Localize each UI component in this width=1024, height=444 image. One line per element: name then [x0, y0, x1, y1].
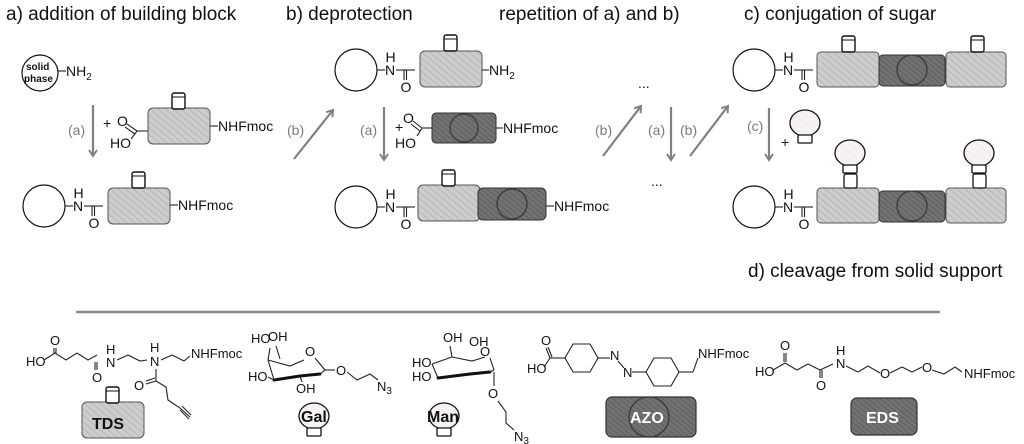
svg-text:H: H [106, 342, 115, 357]
man-structure: OH OH O HO HO O N3 Man [412, 330, 529, 444]
svg-text:O: O [117, 113, 128, 129]
azo-structure: O HO N N NHFmoc AZO [527, 333, 750, 438]
svg-text:O: O [336, 363, 346, 378]
tds-structure: HO O O H N H N NHFmoc O TDS [26, 333, 243, 439]
eds-label: EDS [866, 410, 899, 427]
svg-text:+: + [395, 119, 403, 135]
building-block-reagent-dark: O HO NHFmoc [395, 110, 558, 151]
gal-structure: HO OH O HO OH O N3 Gal [248, 329, 392, 437]
svg-text:N: N [106, 355, 115, 370]
svg-text:NHFmoc: NHFmoc [698, 346, 750, 361]
svg-text:OH: OH [469, 334, 489, 349]
svg-text:H: H [150, 340, 159, 355]
svg-text:NHFmoc: NHFmoc [218, 118, 273, 134]
step-d-title: d) cleavage from solid support [748, 261, 1003, 282]
azo-label: AZO [630, 410, 664, 427]
svg-text:NHFmoc: NHFmoc [964, 366, 1016, 381]
plus-sign: + [103, 115, 111, 131]
step-c-title: c) conjugation of sugar [744, 4, 937, 25]
svg-text:O: O [922, 360, 932, 375]
svg-text:O: O [480, 344, 490, 359]
svg-text:(c): (c) [747, 118, 763, 134]
tds-label: TDS [92, 416, 124, 433]
repetition-arrows: ... (b) (a) (b) ... [595, 75, 730, 189]
svg-text:solid: solid [26, 62, 49, 73]
svg-text:phase: phase [24, 74, 53, 85]
step-a-title: a) addition of building block [6, 4, 237, 25]
svg-text:O: O [134, 378, 144, 393]
resin-bound-dimer-fmoc: NHFmoc [334, 169, 609, 233]
svg-text:HO: HO [395, 135, 416, 151]
step-b-title: b) deprotection [286, 4, 413, 25]
solid-phase-resin: solid phase NH2 [21, 54, 92, 92]
svg-text:NHFmoc: NHFmoc [191, 346, 243, 361]
svg-text:N3: N3 [514, 429, 529, 444]
man-label: Man [427, 409, 459, 426]
glycoconjugate-on-resin [732, 139, 1007, 233]
svg-text:NHFmoc: NHFmoc [554, 198, 609, 214]
svg-text:N: N [836, 356, 845, 371]
label-a: (a) [68, 122, 85, 138]
svg-text:O: O [488, 386, 498, 401]
svg-text:...: ... [638, 75, 650, 91]
svg-text:NH2: NH2 [489, 62, 515, 82]
svg-text:OH: OH [268, 329, 288, 344]
resin-bound-block-fmoc: NHFmoc [22, 171, 233, 232]
svg-text:(b): (b) [680, 122, 697, 138]
svg-text:+: + [781, 134, 789, 150]
svg-text:(b): (b) [595, 122, 612, 138]
resin-bound-block-amine: NH2 [334, 34, 515, 96]
svg-text:O: O [541, 333, 551, 348]
gal-label: Gal [301, 409, 327, 426]
eds-structure: HO O O H N O O NHFmoc EDS [755, 338, 1016, 436]
repetition-title: repetition of a) and b) [499, 4, 680, 25]
svg-text:O: O [305, 344, 315, 359]
svg-text:O: O [403, 110, 414, 126]
svg-text:N3: N3 [377, 379, 392, 397]
svg-text:HO: HO [110, 135, 131, 151]
svg-text:HO: HO [527, 361, 547, 376]
svg-text:N: N [623, 365, 632, 380]
svg-text:HO: HO [755, 364, 775, 379]
svg-text:N: N [610, 348, 619, 363]
svg-text:NHFmoc: NHFmoc [178, 197, 233, 213]
svg-text:O: O [92, 370, 102, 385]
building-block-reagent-light: O HO NHFmoc [110, 92, 273, 151]
resin-bound-trimer [732, 35, 1007, 96]
svg-text:(b): (b) [287, 122, 304, 138]
sugar-reagent-icon [789, 109, 821, 144]
svg-text:HO: HO [412, 369, 432, 384]
svg-text:O: O [780, 338, 790, 353]
svg-text:O: O [880, 366, 890, 381]
svg-text:H: H [836, 343, 845, 358]
svg-text:OH: OH [443, 330, 463, 345]
svg-text:HO: HO [412, 355, 432, 370]
svg-text:OH: OH [296, 381, 316, 396]
svg-text:(a): (a) [360, 122, 377, 138]
svg-text:NHFmoc: NHFmoc [503, 120, 558, 136]
svg-text:HO: HO [248, 369, 268, 384]
arrow-step-b [293, 108, 335, 160]
svg-text:N: N [150, 354, 159, 369]
svg-text:(a): (a) [648, 122, 665, 138]
svg-text:O: O [816, 378, 826, 393]
svg-text:...: ... [651, 173, 663, 189]
svg-text:HO: HO [26, 354, 46, 369]
svg-text:HO: HO [251, 331, 271, 346]
svg-text:NH2: NH2 [66, 63, 92, 83]
svg-text:O: O [50, 333, 60, 348]
